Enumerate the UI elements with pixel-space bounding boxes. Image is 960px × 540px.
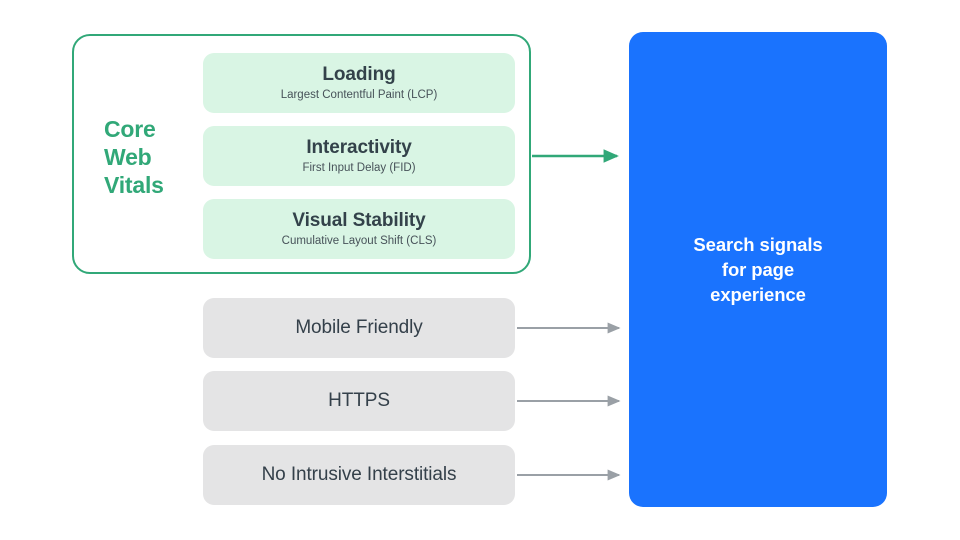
vital-card-interactivity[interactable]: Interactivity First Input Delay (FID) (203, 126, 515, 186)
signal-card-mobile-friendly[interactable]: Mobile Friendly (203, 298, 515, 358)
vital-card-visual-stability[interactable]: Visual Stability Cumulative Layout Shift… (203, 199, 515, 259)
signal-label: Mobile Friendly (295, 317, 423, 338)
core-web-vitals-group (72, 34, 531, 274)
vital-subtitle: Largest Contentful Paint (LCP) (280, 88, 438, 101)
vital-title: Interactivity (306, 136, 412, 158)
search-signals-panel-label: Search signals for page experience (693, 234, 823, 305)
core-web-vitals-group-label: Core Web Vitals (104, 116, 164, 198)
signal-card-https[interactable]: HTTPS (203, 371, 515, 431)
signal-label: HTTPS (328, 390, 390, 411)
signal-label: No Intrusive Interstitials (261, 464, 457, 485)
vital-subtitle: Cumulative Layout Shift (CLS) (281, 234, 437, 247)
vital-subtitle: First Input Delay (FID) (302, 161, 416, 174)
search-signals-panel[interactable]: Search signals for page experience (629, 32, 887, 507)
vital-title: Loading (322, 63, 396, 85)
vital-title: Visual Stability (292, 209, 426, 231)
signal-card-no-intrusive-interstitials[interactable]: No Intrusive Interstitials (203, 445, 515, 505)
vital-card-loading[interactable]: Loading Largest Contentful Paint (LCP) (203, 53, 515, 113)
